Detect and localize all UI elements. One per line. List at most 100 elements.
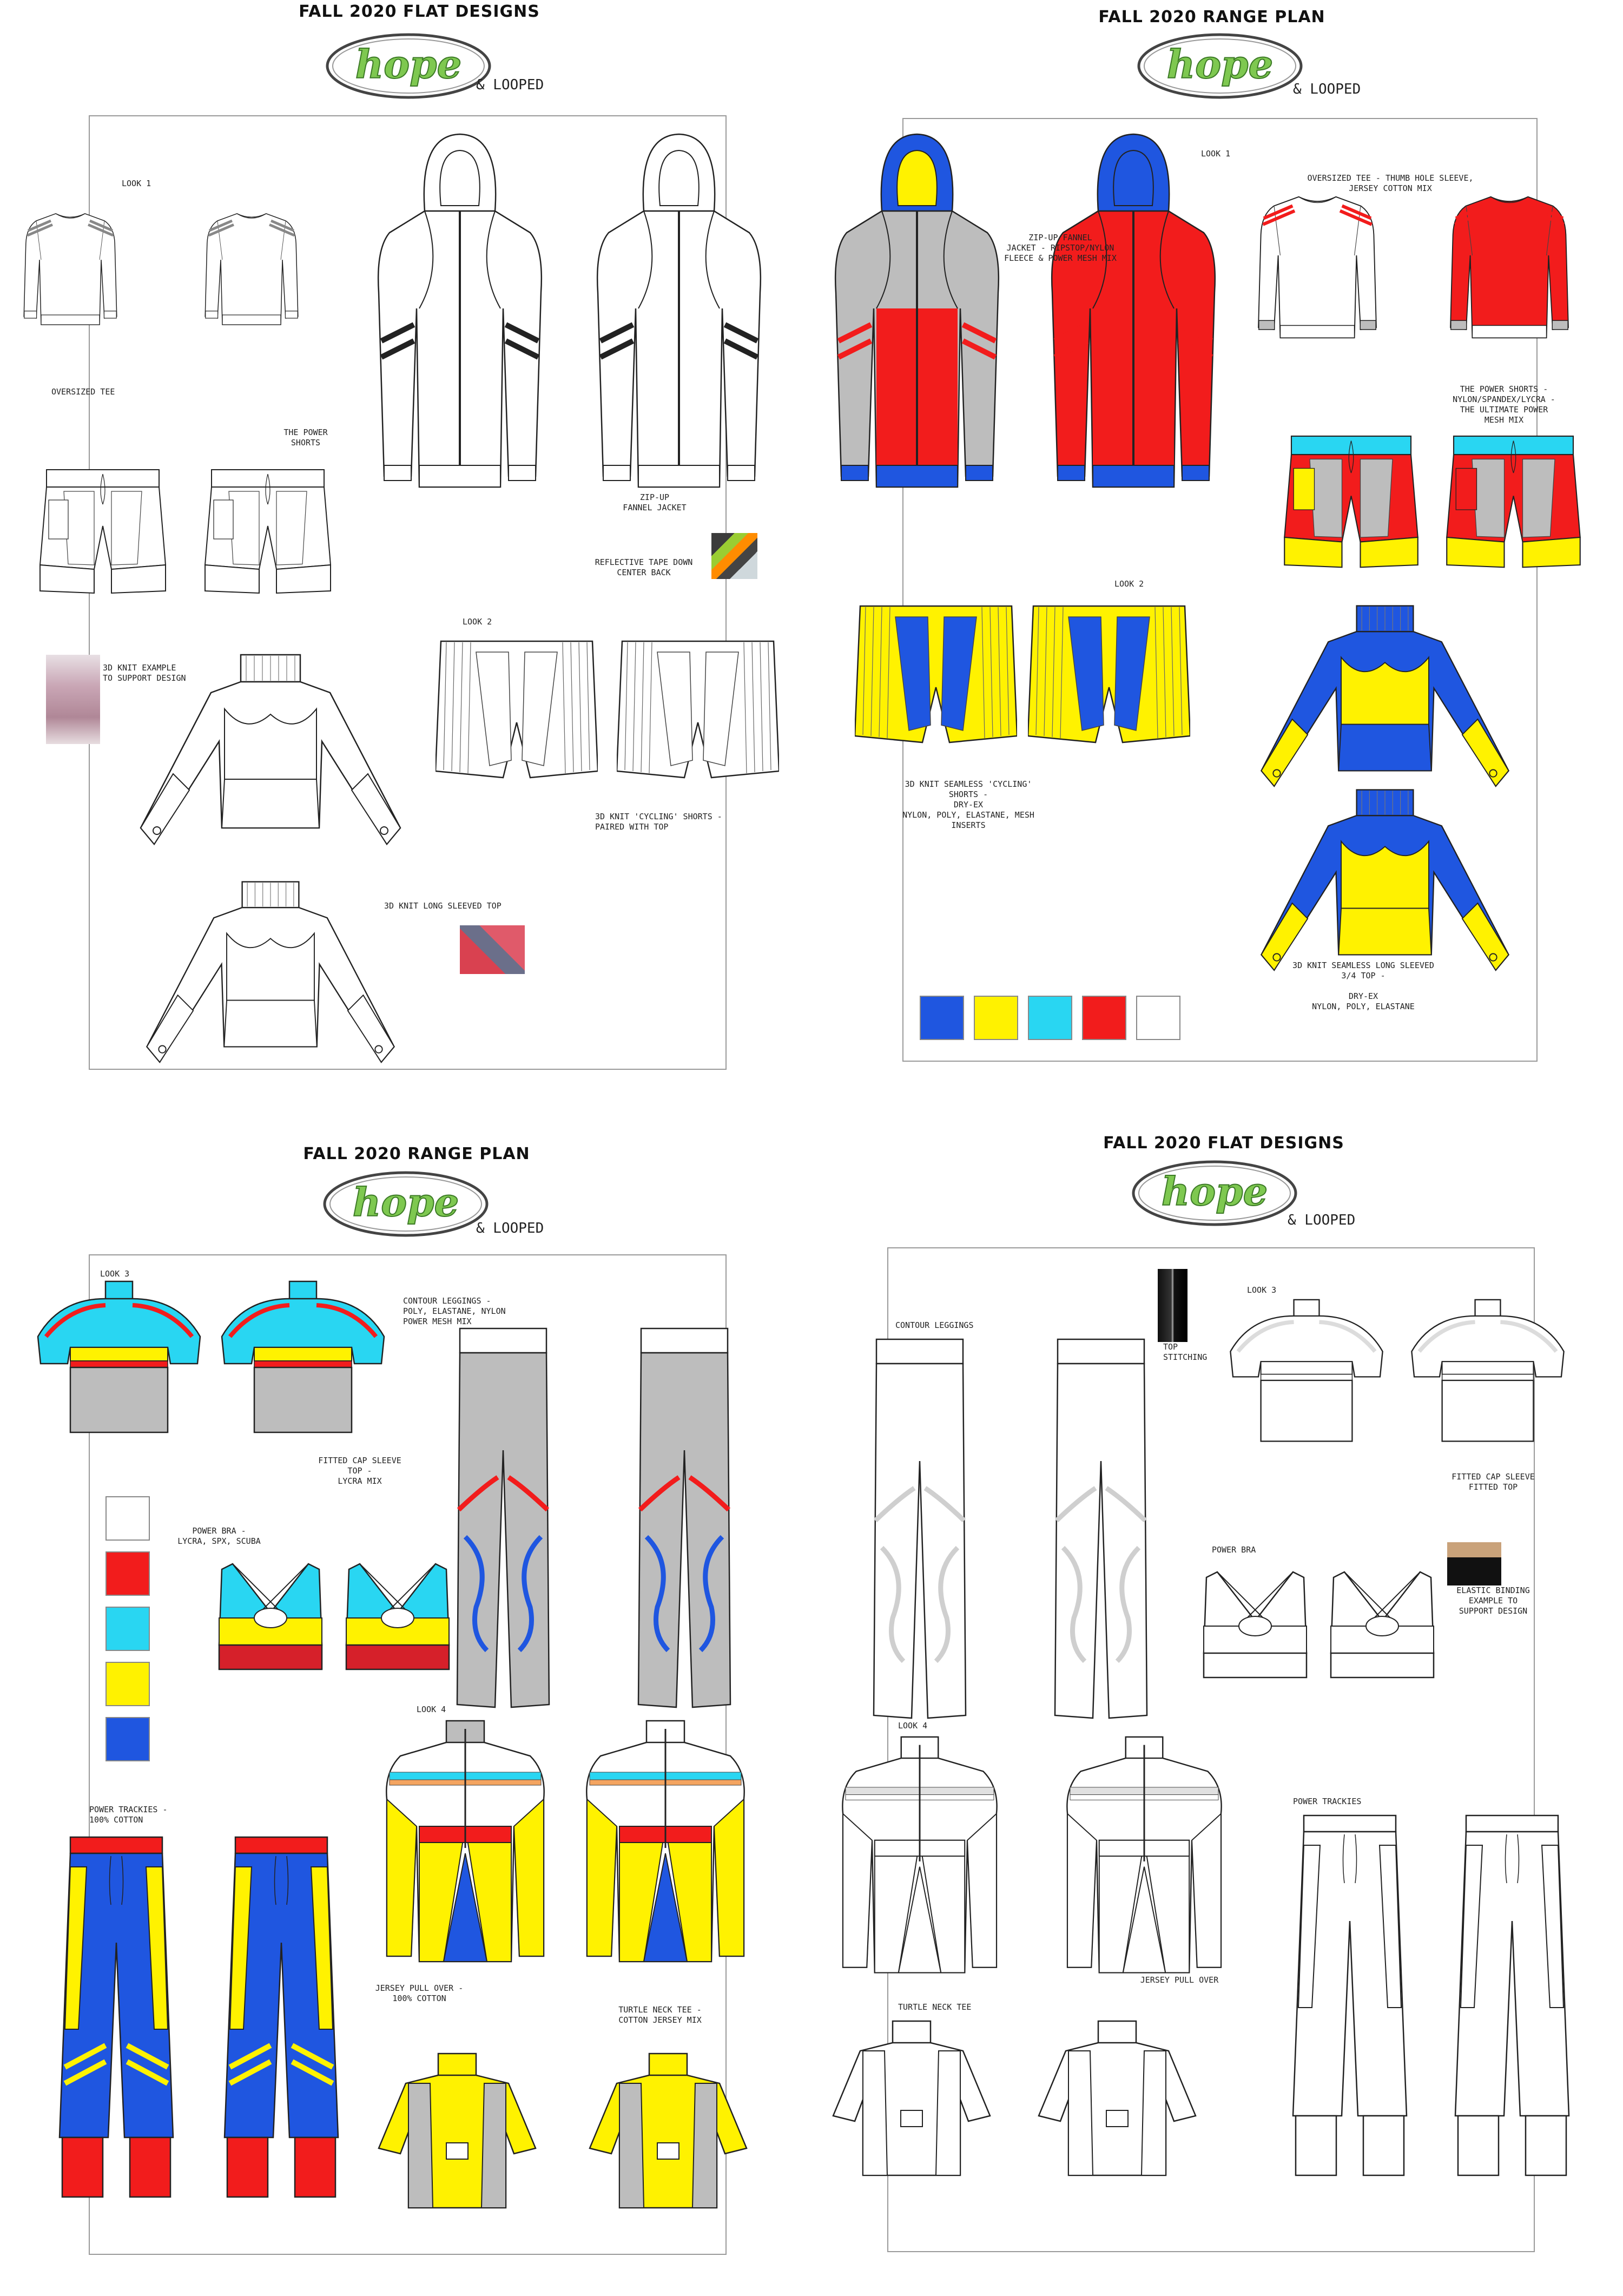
color-swatch: [1028, 996, 1072, 1040]
tr-look1-label: LOOK 1: [1201, 149, 1231, 159]
br-bra-label: POWER BRA: [1212, 1545, 1256, 1555]
bl-turtleneck-front: [373, 2051, 541, 2213]
br-leggings-label: CONTOUR LEGGINGS: [895, 1320, 974, 1330]
brand-logo-text: hope: [1167, 41, 1274, 87]
tr-cycling-desc: 3D KNIT SEAMLESS 'CYCLING' SHORTS - DRY-…: [902, 779, 1034, 830]
tl-power-shorts-label: THE POWER SHORTS: [283, 427, 328, 448]
tl-funnel-jacket-label: ZIP-UP FANNEL JACKET: [623, 492, 687, 512]
bl-cap-top-front: [32, 1277, 206, 1439]
tl-jacket-back: [592, 130, 766, 519]
br-cap-sleeve-label: FITTED CAP SLEEVE FITTED TOP: [1452, 1472, 1535, 1492]
br-trackies-front: [1288, 1813, 1412, 2181]
tl-reflective-tape-photo: [711, 533, 757, 579]
tl-cycling-shorts-label: 3D KNIT 'CYCLING' SHORTS - PAIRED WITH T…: [595, 812, 722, 832]
brand-logo-text: hope: [355, 41, 462, 87]
bl-pullover-back: [579, 1718, 752, 1972]
tr-shorts-back: [1444, 419, 1582, 582]
bl-leggings-back: [630, 1326, 738, 1715]
bl-leggings-label: CONTOUR LEGGINGS - POLY, ELASTANE, NYLON…: [403, 1296, 506, 1326]
br-cap-top-back: [1407, 1293, 1569, 1450]
bl-cap-sleeve-label: FITTED CAP SLEEVE TOP - LYCRA MIX: [318, 1456, 401, 1486]
br-top-stitching-photo: [1158, 1269, 1187, 1342]
brand-logo: hope: [1133, 28, 1307, 104]
br-turtleneck-front: [828, 2018, 995, 2181]
br-bra-front: [1196, 1567, 1315, 1691]
brand-logo-text: hope: [1162, 1168, 1268, 1214]
bl-pullover-label: JERSEY PULL OVER - 100% COTTON: [375, 1983, 464, 2003]
tr-top-desc: 3D KNIT SEAMLESS LONG SLEEVED 3/4 TOP - …: [1292, 960, 1434, 1011]
panel-br-board: [887, 1247, 1535, 2252]
color-swatch: [1136, 996, 1180, 1040]
brand-suffix: & LOOPED: [476, 77, 544, 93]
tl-look1-label: LOOK 1: [122, 179, 151, 188]
br-cap-top-front: [1225, 1293, 1388, 1450]
tl-look2-label: LOOK 2: [463, 617, 492, 627]
bl-trackies-front: [54, 1834, 179, 2202]
brand-suffix: & LOOPED: [1293, 81, 1361, 97]
bl-bra-label: POWER BRA - LYCRA, SPX, SCUBA: [177, 1526, 261, 1546]
color-swatch: [105, 1496, 150, 1541]
color-swatch: [105, 1717, 150, 1761]
br-look3-label: LOOK 3: [1247, 1285, 1277, 1295]
tl-knit-example-photo: [46, 655, 100, 744]
tr-tee-desc: OVERSIZED TEE - THUMB HOLE SLEEVE, JERSE…: [1307, 173, 1474, 193]
br-leggings-back: [1047, 1337, 1155, 1726]
panel-tl-title: FALL 2020 FLAT DESIGNS: [299, 2, 540, 21]
bl-look4-label: LOOK 4: [417, 1705, 446, 1714]
bl-bra-front: [211, 1558, 330, 1683]
brand-suffix: & LOOPED: [1288, 1212, 1356, 1228]
br-pullover-label: JERSEY PULL OVER: [1140, 1975, 1219, 1985]
tl-tee-front: [22, 189, 119, 363]
panel-tr-title: FALL 2020 RANGE PLAN: [1098, 8, 1325, 27]
tl-knit-example-label: 3D KNIT EXAMPLE TO SUPPORT DESIGN: [103, 663, 186, 683]
br-top-stitching-label: TOP STITCHING: [1163, 1342, 1208, 1362]
color-swatch: [105, 1662, 150, 1706]
color-swatch: [105, 1551, 150, 1596]
tl-tee-back: [203, 189, 300, 363]
bl-turtleneck-label: TURTLE NECK TEE - COTTON JERSEY MIX: [618, 2005, 702, 2025]
color-swatch: [105, 1607, 150, 1651]
tl-shorts-front: [38, 449, 168, 611]
brand-logo: hope: [1128, 1155, 1301, 1231]
br-pullover-back: [1058, 1734, 1231, 1983]
br-bra-back: [1323, 1567, 1442, 1691]
tr-shorts-front: [1282, 419, 1420, 582]
brand-logo-text: hope: [353, 1179, 459, 1225]
tl-cycling-shorts-back: [617, 636, 779, 787]
tl-cycling-shorts-front: [436, 636, 598, 787]
br-pullover-front: [833, 1734, 1006, 1983]
br-elastic-label: ELASTIC BINDING EXAMPLE TO SUPPORT DESIG…: [1456, 1586, 1530, 1616]
tl-oversized-tee-label: OVERSIZED TEE: [51, 387, 115, 397]
tl-shorts-back: [203, 449, 333, 611]
tr-jacket-front: [830, 130, 1004, 519]
color-swatch: [1082, 996, 1126, 1040]
tl-jacket-front: [373, 130, 546, 519]
bl-leggings-front: [449, 1326, 557, 1715]
br-leggings-front: [866, 1337, 974, 1726]
br-turtleneck-label: TURTLE NECK TEE: [898, 2002, 972, 2012]
br-look4-label: LOOK 4: [898, 1721, 928, 1731]
color-swatch: [920, 996, 964, 1040]
brand-suffix: & LOOPED: [476, 1220, 544, 1236]
tr-cycling-shorts-front: [855, 598, 1017, 755]
tl-reflective-tape-label: REFLECTIVE TAPE DOWN CENTER BACK: [595, 557, 693, 577]
tr-shorts-desc: THE POWER SHORTS - NYLON/SPANDEX/LYCRA -…: [1453, 384, 1555, 425]
bl-turtleneck-back: [584, 2051, 752, 2213]
tr-cycling-shorts-back: [1028, 598, 1190, 755]
tr-tee-back: [1439, 189, 1580, 363]
tl-knit-swatch-photo: [460, 925, 525, 974]
tr-look2-label: LOOK 2: [1114, 579, 1144, 589]
bl-trackies-label: POWER TRACKIES - 100% COTTON: [89, 1805, 168, 1825]
color-swatch: [974, 996, 1018, 1040]
bl-pullover-front: [379, 1718, 552, 1972]
br-elastic-photo: [1447, 1542, 1501, 1586]
bl-bra-back: [338, 1558, 457, 1683]
brand-logo: hope: [322, 28, 495, 104]
panel-bl-title: FALL 2020 RANGE PLAN: [303, 1144, 530, 1163]
tr-jacket-desc: ZIP-UP FANNEL JACKET - RIPSTOP/NYLON FLE…: [1004, 233, 1117, 263]
br-turtleneck-back: [1033, 2018, 1201, 2181]
tr-jacket-back: [1047, 130, 1220, 519]
tr-tee-front: [1255, 189, 1380, 363]
bl-trackies-back: [219, 1834, 344, 2202]
bl-look3-label: LOOK 3: [100, 1269, 130, 1279]
